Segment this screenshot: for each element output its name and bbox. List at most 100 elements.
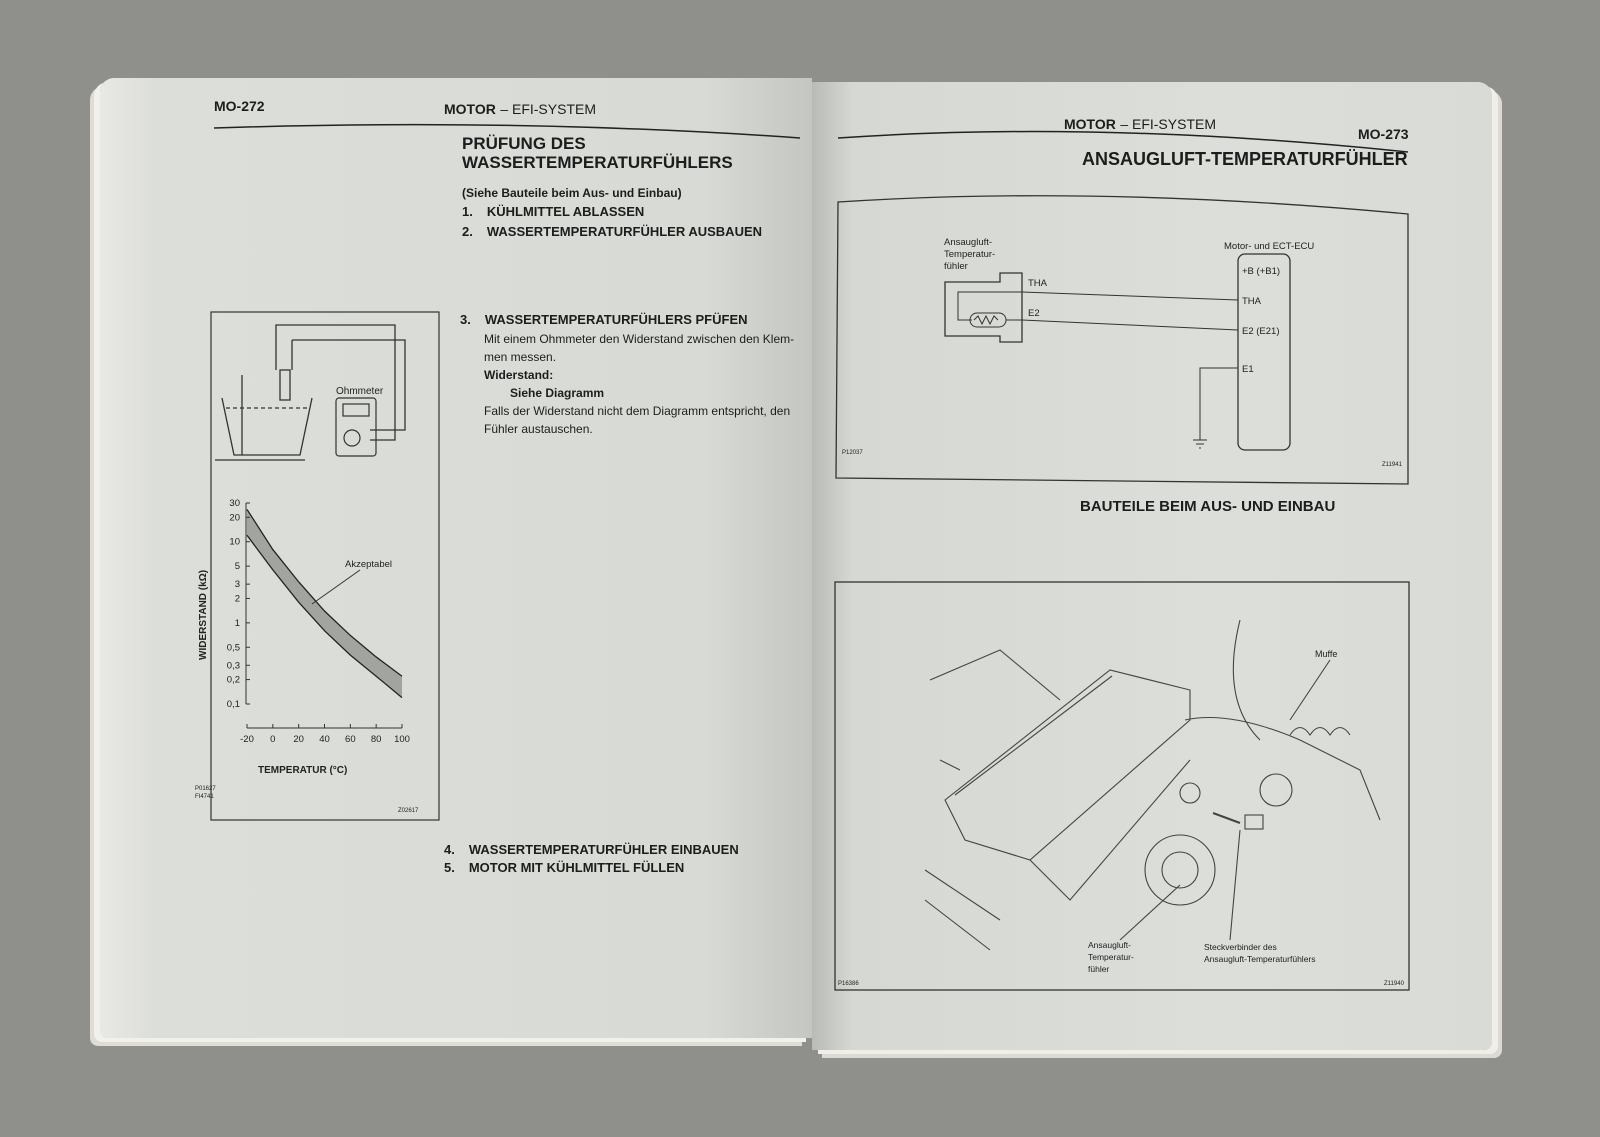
header-rule-left bbox=[213, 123, 801, 139]
step-label: KÜHLMITTEL ABLASSEN bbox=[486, 204, 645, 219]
label-muffe: Muffe bbox=[1315, 649, 1337, 659]
header-bold: MOTOR bbox=[1064, 116, 1116, 132]
illustration-frame bbox=[834, 581, 1410, 991]
x-tick-label: 80 bbox=[371, 734, 382, 745]
wire-tha bbox=[1021, 291, 1239, 301]
x-tick-label: -20 bbox=[240, 734, 254, 745]
ecu-pin-e2: E2 (E21) bbox=[1242, 326, 1280, 337]
step-3: 3. WASSERTEMPERATURFÜHLERS PFÜFEN bbox=[460, 312, 748, 327]
header-rest: – EFI-SYSTEM bbox=[500, 101, 596, 117]
step-label: WASSERTEMPERATURFÜHLER AUSBAUEN bbox=[486, 224, 763, 239]
circuit-code-left: P12037 bbox=[842, 450, 863, 456]
reference-note: (Siehe Bauteile beim Aus- und Einbau) bbox=[462, 186, 682, 200]
left-page bbox=[100, 78, 812, 1038]
step-5: 5. MOTOR MIT KÜHLMITTEL FÜLLEN bbox=[444, 860, 684, 875]
x-axis-label: TEMPERATUR (°C) bbox=[258, 765, 347, 776]
label-sensor-2: Temperatur- bbox=[1088, 952, 1134, 962]
circuit-frame bbox=[835, 195, 1409, 485]
sensor-pin-tha: THA bbox=[1028, 278, 1048, 289]
ecu-label: Motor- und ECT-ECU bbox=[1224, 241, 1314, 252]
ohmmeter-label: Ohmmeter bbox=[336, 386, 384, 397]
step-num: 1. bbox=[462, 204, 473, 219]
step-3-body: Mit einem Ohmmeter den Widerstand zwisch… bbox=[484, 330, 794, 438]
y-tick-label: 10 bbox=[229, 537, 240, 548]
wire-e2 bbox=[1021, 319, 1239, 331]
figure-frame bbox=[210, 311, 440, 821]
y-tick-label: 0,5 bbox=[227, 642, 240, 653]
step-num: 3. bbox=[460, 312, 471, 327]
figure-code-2: FI4741 bbox=[195, 794, 214, 800]
engine-illustration: Muffe Ansaugluft- Temperatur- fühler Ste… bbox=[834, 581, 1410, 991]
y-tick-label: 2 bbox=[235, 593, 240, 604]
sensor-label-2: Temperatur- bbox=[944, 249, 995, 260]
label-sensor-3: fühler bbox=[1088, 964, 1109, 974]
air-cleaner-drawing bbox=[924, 619, 1381, 951]
sensor-label-3: fühler bbox=[944, 261, 968, 272]
y-tick-label: 0,3 bbox=[227, 660, 240, 671]
figure-code-3: Z02617 bbox=[398, 808, 419, 814]
ecu-pin-tha: THA bbox=[1242, 296, 1262, 307]
running-header-right: MOTOR – EFI-SYSTEM bbox=[1064, 116, 1216, 134]
y-axis-label: WIDERSTAND (kΩ) bbox=[198, 570, 209, 660]
ohmmeter-icon bbox=[335, 397, 377, 457]
x-tick-label: 100 bbox=[394, 734, 410, 745]
ground-icon bbox=[1193, 439, 1207, 449]
label-connector-2: Ansaugluft-Temperaturfühlers bbox=[1204, 954, 1316, 964]
title-line-1: PRÜFUNG DES bbox=[462, 134, 586, 153]
header-rule-right bbox=[837, 130, 1409, 153]
label-connector-1: Steckverbinder des bbox=[1204, 942, 1277, 952]
resistance-value: Siehe Diagramm bbox=[510, 386, 605, 400]
sensor-label-1: Ansaugluft- bbox=[944, 237, 992, 248]
circuit-code-right: Z11941 bbox=[1382, 462, 1403, 468]
body-line: men messen. bbox=[484, 350, 557, 364]
page-number-right: MO-273 bbox=[1358, 126, 1409, 142]
body-line: Mit einem Ohmmeter den Widerstand zwisch… bbox=[484, 332, 795, 346]
acceptable-band bbox=[247, 509, 402, 698]
right-page bbox=[812, 82, 1492, 1050]
ecu-box bbox=[1237, 253, 1291, 451]
wire-e1 bbox=[1199, 367, 1238, 440]
components-title: BAUTEILE BEIM AUS- UND EINBAU bbox=[1080, 498, 1336, 515]
label-sensor-1: Ansaugluft- bbox=[1088, 940, 1131, 950]
curve-lower bbox=[246, 534, 403, 699]
sensor-wire bbox=[957, 291, 1022, 321]
body-line: Fühler austauschen. bbox=[484, 422, 593, 436]
y-tick-label: 1 bbox=[235, 618, 240, 629]
section-title-left: PRÜFUNG DES WASSERTEMPERATURFÜHLERS bbox=[462, 134, 733, 172]
step-num: 4. bbox=[444, 842, 455, 857]
step-4: 4. WASSERTEMPERATURFÜHLER EINBAUEN bbox=[444, 842, 739, 857]
step-num: 5. bbox=[444, 860, 455, 875]
step-label: MOTOR MIT KÜHLMITTEL FÜLLEN bbox=[468, 860, 685, 875]
step-num: 2. bbox=[462, 224, 473, 239]
resistor-zigzag-icon bbox=[973, 314, 999, 326]
annotation-akzeptabel: Akzeptabel bbox=[345, 559, 392, 570]
x-tick-label: 0 bbox=[270, 734, 275, 745]
title-line-2: WASSERTEMPERATURFÜHLERS bbox=[462, 153, 733, 172]
ecu-pin-e1: E1 bbox=[1242, 364, 1254, 375]
sensor-pin-e2: E2 bbox=[1028, 308, 1040, 319]
header-rest: – EFI-SYSTEM bbox=[1120, 116, 1216, 132]
header-bold: MOTOR bbox=[444, 101, 496, 117]
step-label: WASSERTEMPERATURFÜHLER EINBAUEN bbox=[468, 842, 739, 857]
y-tick-label: 0,1 bbox=[227, 699, 240, 710]
water-bath-icon bbox=[215, 324, 406, 461]
x-tick-label: 20 bbox=[293, 734, 304, 745]
resistance-label: Widerstand: bbox=[484, 368, 554, 382]
step-label: WASSERTEMPERATURFÜHLERS PFÜFEN bbox=[484, 312, 748, 327]
figure-code-1: P01627 bbox=[195, 786, 216, 792]
y-tick-label: 3 bbox=[235, 579, 240, 590]
illustration-code-right: Z11940 bbox=[1384, 981, 1405, 987]
y-tick-label: 30 bbox=[229, 498, 240, 509]
circuit-diagram: Ansaugluft- Temperatur- fühler THA E2 Mo… bbox=[835, 195, 1409, 485]
ecu-pin-b: +B (+B1) bbox=[1242, 266, 1280, 277]
x-tick-label: 40 bbox=[319, 734, 330, 745]
y-tick-label: 5 bbox=[235, 561, 240, 572]
step-1: 1. KÜHLMITTEL ABLASSEN bbox=[462, 204, 644, 219]
y-tick-label: 20 bbox=[229, 512, 240, 523]
y-tick-label: 0,2 bbox=[227, 675, 240, 686]
sensor-housing bbox=[944, 272, 1023, 343]
annotation-arrow bbox=[311, 569, 361, 605]
